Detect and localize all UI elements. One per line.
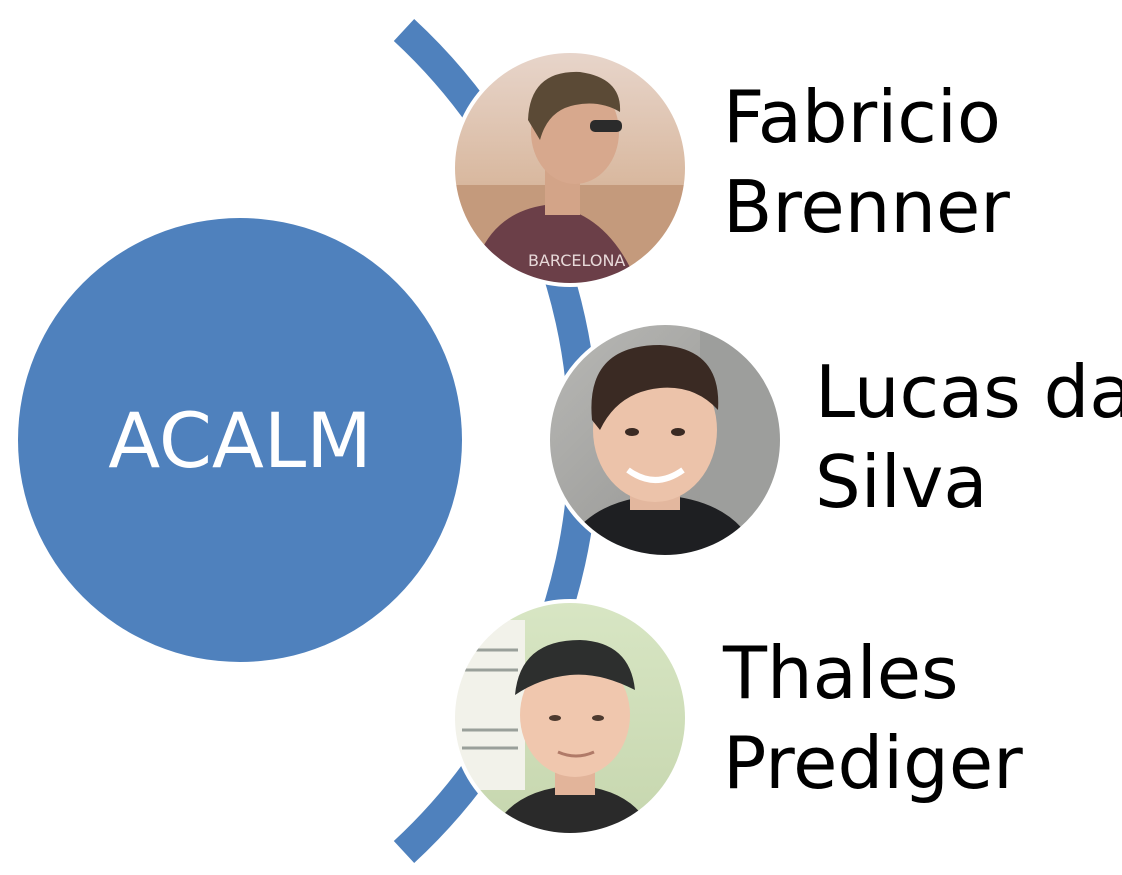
member-last-name: Brenner bbox=[723, 165, 1010, 249]
svg-text:BARCELONA: BARCELONA bbox=[528, 251, 625, 270]
member-name-3: Thales Prediger bbox=[723, 628, 1023, 808]
member-name-1: Fabricio Brenner bbox=[723, 72, 1010, 252]
member-first-name: Thales bbox=[723, 631, 959, 715]
center-label: ACALM bbox=[108, 395, 372, 485]
center-circle bbox=[18, 218, 462, 662]
member-first-name: Lucas da bbox=[815, 350, 1122, 434]
member-photo-3 bbox=[453, 601, 687, 835]
member-name-2: Lucas da Silva bbox=[815, 347, 1122, 527]
member-last-name: Silva bbox=[815, 440, 988, 524]
member-photo-1: BARCELONA bbox=[453, 51, 687, 285]
member-first-name: Fabricio bbox=[723, 75, 1001, 159]
member-last-name: Prediger bbox=[723, 721, 1023, 805]
